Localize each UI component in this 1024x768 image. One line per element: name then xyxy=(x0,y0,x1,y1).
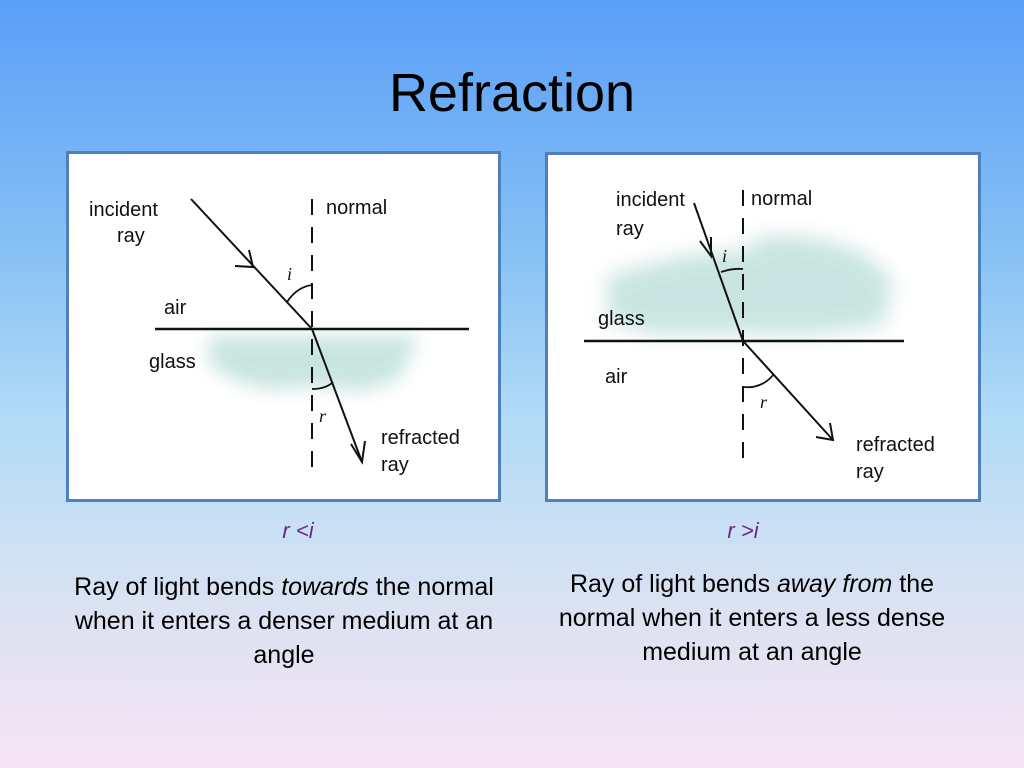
caption-r-less-than-i: r <i xyxy=(282,518,314,543)
refracted-ray xyxy=(311,328,363,463)
label-angle-i: i xyxy=(287,264,292,284)
label-normal: normal xyxy=(751,188,812,210)
description-text: Ray of light bends xyxy=(74,573,282,601)
description-towards-normal: Ray of light bends towards the normal wh… xyxy=(74,570,494,672)
label-angle-i: i xyxy=(722,246,727,266)
label-incident-ray: ray xyxy=(117,225,145,247)
diagram-glass-to-air-svg: incident ray normal i glass air r refrac… xyxy=(584,188,935,483)
label-refracted-ray: ray xyxy=(856,461,884,483)
diagram-air-to-glass: incident ray normal i air glass r refrac… xyxy=(66,151,501,502)
label-refracted-ray: ray xyxy=(381,454,409,476)
incident-arrowhead xyxy=(699,237,712,260)
description-emphasis: away from xyxy=(777,570,893,598)
angle-r-arc xyxy=(742,373,775,389)
label-refracted: refracted xyxy=(381,427,460,449)
refracted-ray xyxy=(742,340,834,441)
incident-ray xyxy=(693,202,744,342)
glass-tint-region xyxy=(209,336,419,392)
description-text: the normal when it enters a less dense m… xyxy=(558,570,946,666)
description-text: the normal when it enters a denser mediu… xyxy=(74,573,494,669)
label-glass: glass xyxy=(149,351,196,373)
label-refracted: refracted xyxy=(856,434,935,456)
label-incident: incident xyxy=(89,199,158,221)
caption-r-greater-than-i: r >i xyxy=(727,518,759,543)
label-angle-r: r xyxy=(760,392,768,412)
angle-i-arc xyxy=(286,284,313,303)
refracted-arrowhead xyxy=(350,440,366,465)
glass-tint-region xyxy=(608,235,893,335)
description-emphasis: towards xyxy=(281,573,369,601)
label-air: air xyxy=(605,366,628,388)
angle-r-arc xyxy=(311,381,334,390)
description-text: Ray of light bends xyxy=(569,570,778,598)
slide-title: Refraction xyxy=(388,63,636,123)
label-incident: incident xyxy=(616,189,685,211)
angle-i-arc xyxy=(720,267,744,273)
description-away-from-normal: Ray of light bends away from the normal … xyxy=(542,567,962,669)
label-air: air xyxy=(164,297,187,319)
diagram-glass-to-air: incident ray normal i glass air r refrac… xyxy=(545,152,981,502)
label-angle-r: r xyxy=(319,406,327,426)
label-glass: glass xyxy=(598,308,645,330)
label-normal: normal xyxy=(326,197,387,219)
incident-arrowhead xyxy=(234,249,255,269)
diagram-air-to-glass-svg: incident ray normal i air glass r refrac… xyxy=(89,197,469,476)
refracted-arrowhead xyxy=(815,422,835,442)
label-incident-ray: ray xyxy=(616,218,644,240)
